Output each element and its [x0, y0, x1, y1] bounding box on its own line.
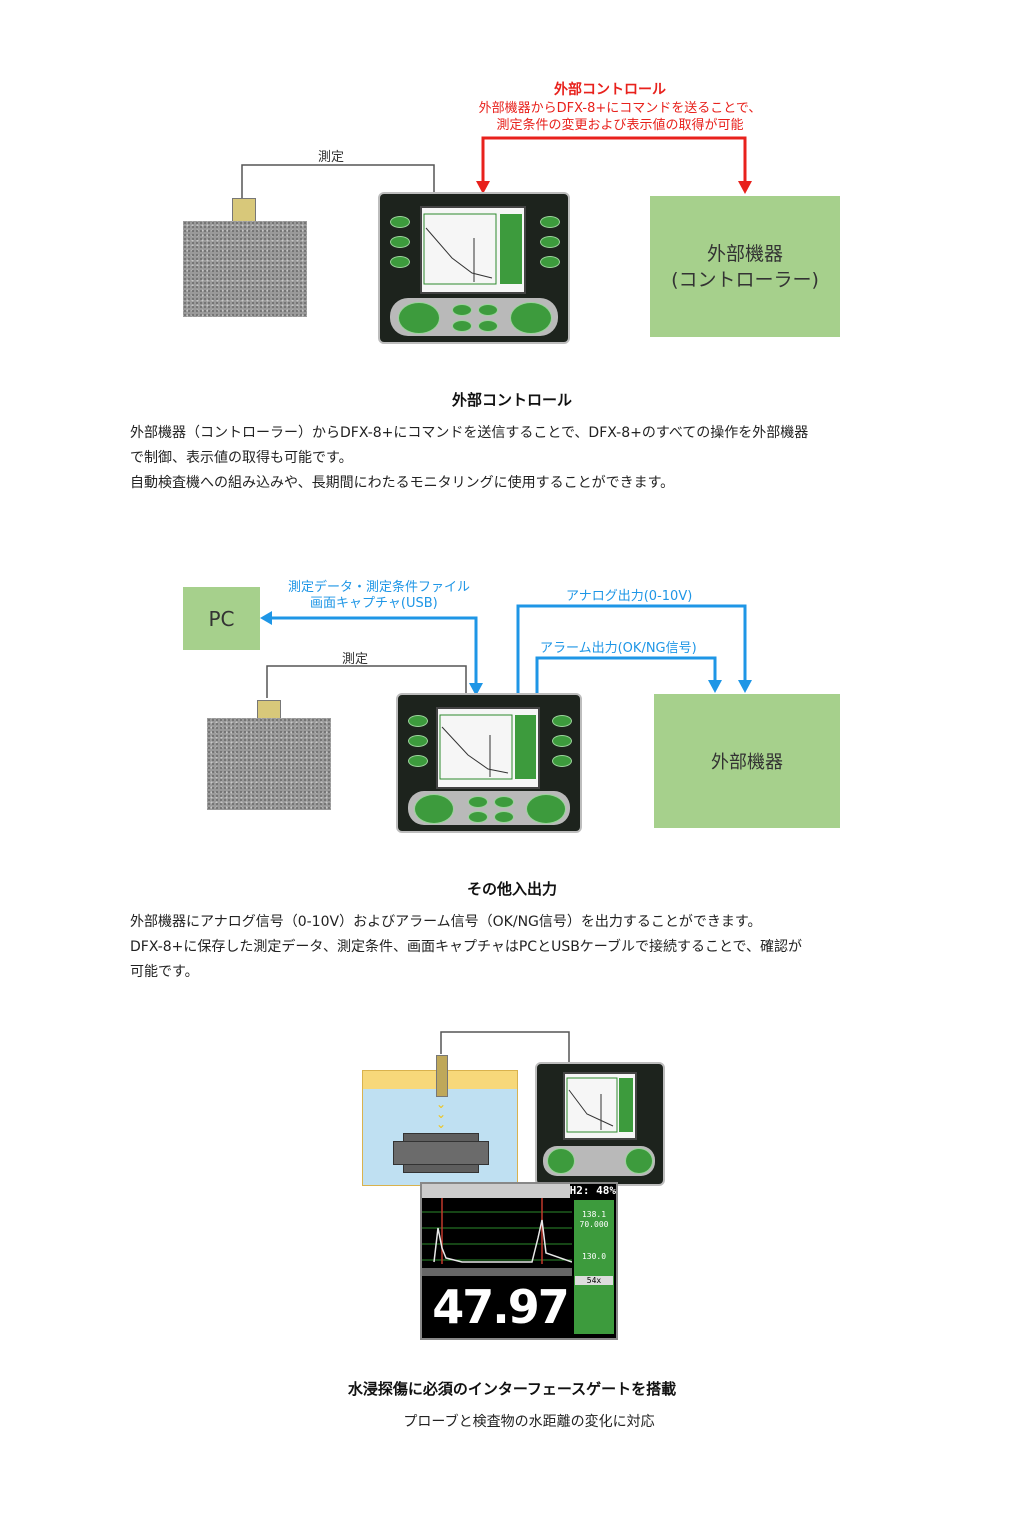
dfx8-device-3: [535, 1062, 665, 1186]
io-diagram: PC 測定データ・測定条件ファイル 画面キャプチャ(USB) アナログ出力(0-…: [0, 570, 1024, 840]
external-device-box: 外部機器: [654, 694, 840, 828]
side-value-4: 54x: [575, 1276, 613, 1285]
test-block-2: [207, 718, 331, 810]
controller-box-line2: (コントローラー): [671, 267, 819, 293]
section1-paragraph: 外部機器（コントローラー）からDFX-8+にコマンドを送信することで、DFX-8…: [130, 421, 900, 496]
section1-line1: 外部機器（コントローラー）からDFX-8+にコマンドを送信することで、DFX-8…: [130, 421, 900, 446]
section2-line3: 可能です。: [130, 960, 900, 985]
device-screen: [420, 206, 526, 294]
controller-box-line1: 外部機器: [707, 241, 783, 267]
test-block: [183, 221, 307, 317]
section2-line1: 外部機器にアナログ信号（0-10V）およびアラーム信号（OK/NG信号）を出力す…: [130, 910, 900, 935]
side-value-2: 70.000: [575, 1220, 613, 1229]
waveform-icon-2: [438, 709, 538, 787]
section3-subcaption: プローブと検査物の水距離の変化に対応: [0, 1411, 1024, 1431]
external-control-diagram: 外部コントロール 外部機器からDFX-8+にコマンドを送ることで、 測定条件の変…: [0, 0, 1024, 360]
water-tank: ⌄⌄⌄⌄⌄: [362, 1070, 518, 1186]
waveform-icon: [422, 208, 524, 292]
section1-line3: 自動検査機への組み込みや、長期間にわたるモニタリングに使用することができます。: [130, 471, 900, 496]
section3-caption: 水浸探傷に必須のインターフェースゲートを搭載: [0, 1378, 1024, 1399]
external-controller-box: 外部機器 (コントローラー): [650, 196, 840, 337]
probe-icon: [232, 198, 256, 222]
gate-screen: H2: 48% 47.97 138.1 70.000 130.0 54x: [420, 1182, 618, 1340]
immersion-diagram: ⌄⌄⌄⌄⌄ H2: 48% 47.9: [0, 1020, 1024, 1340]
section2-paragraph: 外部機器にアナログ信号（0-10V）およびアラーム信号（OK/NG信号）を出力す…: [130, 910, 900, 985]
side-value-1: 138.1: [575, 1210, 613, 1219]
dfx8-device: [378, 192, 570, 344]
measured-value: 47.97: [428, 1278, 572, 1336]
side-value-3: 130.0: [575, 1252, 613, 1261]
device-screen-3: [563, 1072, 637, 1140]
probe-icon-3: [436, 1055, 448, 1097]
section2-line2: DFX-8+に保存した測定データ、測定条件、画面キャプチャはPCとUSBケーブル…: [130, 935, 900, 960]
measure-label: 測定: [318, 146, 344, 165]
dfx8-device-2: [396, 693, 582, 833]
device-screen-2: [436, 707, 540, 789]
gate-waveform-icon: [422, 1198, 572, 1268]
section2-caption: その他入出力: [0, 878, 1024, 899]
section1-caption: 外部コントロール: [0, 389, 1024, 410]
gate-header: H2: 48%: [562, 1184, 616, 1198]
section1-line2: で制御、表示値の取得も可能です。: [130, 446, 900, 471]
